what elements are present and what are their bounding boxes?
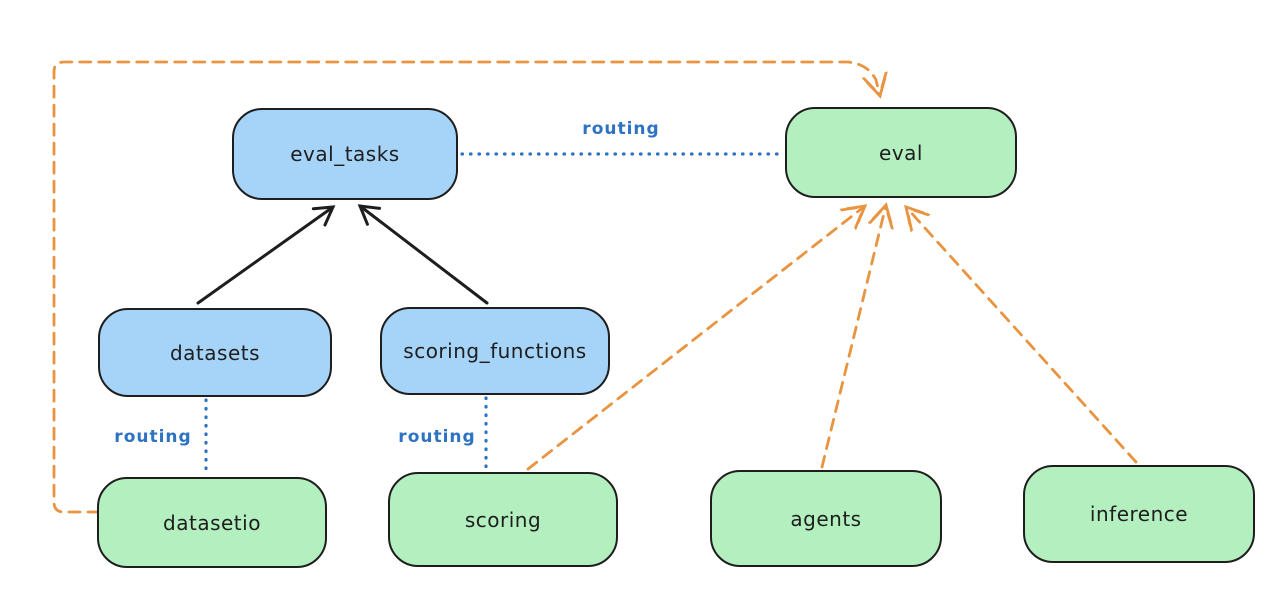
- node-eval-tasks: eval_tasks: [232, 108, 458, 200]
- node-agents-label: agents: [790, 506, 862, 531]
- edge-label-routing-scoring-functions-scoring: routing: [398, 427, 476, 447]
- edge-inference-to-eval: [906, 207, 1138, 464]
- node-eval: eval: [785, 107, 1017, 198]
- node-agents: agents: [710, 470, 942, 567]
- node-inference: inference: [1023, 465, 1255, 563]
- edge-datasets-to-eval-tasks: [196, 205, 336, 305]
- node-eval-tasks-label: eval_tasks: [290, 142, 400, 166]
- node-scoring-functions: scoring_functions: [380, 307, 610, 395]
- node-inference-label: inference: [1089, 502, 1189, 526]
- edge-agents-to-eval: [820, 205, 886, 469]
- edge-scoring-functions-to-eval-tasks: [357, 204, 489, 305]
- node-datasets-label: datasets: [169, 340, 261, 365]
- node-datasets: datasets: [98, 308, 332, 397]
- node-scoring: scoring: [388, 472, 618, 567]
- node-scoring-functions-label: scoring_functions: [403, 339, 587, 363]
- edge-label-routing-datasets-datasetio: routing: [114, 427, 192, 447]
- node-eval-label: eval: [879, 140, 923, 165]
- node-datasetio-label: datasetio: [163, 510, 261, 535]
- node-datasetio: datasetio: [97, 477, 327, 568]
- node-scoring-label: scoring: [464, 507, 542, 532]
- edge-label-routing-eval-tasks-eval: routing: [582, 119, 660, 139]
